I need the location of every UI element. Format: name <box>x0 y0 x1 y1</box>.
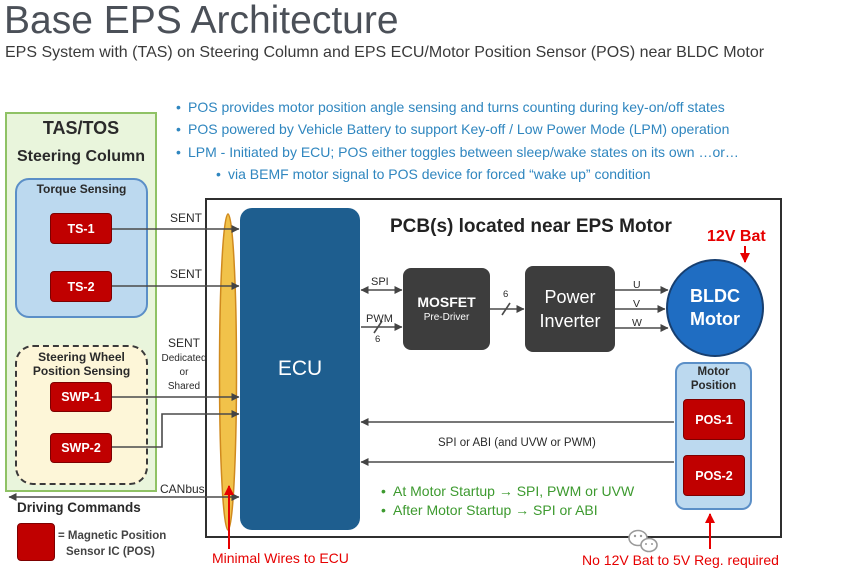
pos1-sensor: POS-1 <box>683 399 745 440</box>
pos2-sensor: POS-2 <box>683 455 745 496</box>
no-regulator-callout: No 12V Bat to 5V Reg. required <box>582 552 779 568</box>
mosfet-label: MOSFET <box>417 294 476 310</box>
inverter-label-line2: Inverter <box>539 311 601 331</box>
motor-position-title-line2: Position <box>690 380 737 392</box>
swp-protocol-label: SENT <box>167 336 200 350</box>
torque-sensing-title: Torque Sensing <box>36 182 127 196</box>
bldc-motor: BLDC Motor <box>666 259 764 357</box>
ts2-sensor: TS-2 <box>50 271 112 302</box>
note-bemf-wakeup: via BEMF motor signal to POS device for … <box>216 166 651 182</box>
slide-subtitle: EPS System with (TAS) on Steering Column… <box>5 44 765 61</box>
slide-title: Base EPS Architecture <box>4 0 399 42</box>
swp1-sensor: SWP-1 <box>50 382 112 412</box>
legend-text-line2: Sensor IC (POS) <box>66 546 155 558</box>
gate-bus-width: 6 <box>503 289 509 300</box>
phase-v-label: V <box>633 298 641 310</box>
pcb-title: PCB(s) located near EPS Motor <box>390 216 672 237</box>
swp-title-line2: Position Sensing <box>32 364 131 378</box>
swp-protocol-or: or <box>179 367 189 378</box>
swp2-sensor: SWP-2 <box>50 433 112 463</box>
motor-label-line1: BLDC <box>690 286 740 306</box>
pos-bus-label: SPI or ABI (and UVW or PWM) <box>438 437 596 449</box>
note-lpm: LPM - Initiated by ECU; POS either toggl… <box>176 144 739 160</box>
driving-commands-label: Driving Commands <box>17 500 141 515</box>
steering-column-title: Steering Column <box>16 148 145 165</box>
ecu-block: ECU <box>240 208 360 530</box>
inverter-label-line1: Power <box>544 287 596 307</box>
power-inverter-block: Power Inverter <box>525 266 615 352</box>
motor-position-title-line1: Motor <box>697 366 730 378</box>
ecu-label: ECU <box>277 357 323 380</box>
predriver-label: Pre-Driver <box>423 312 470 323</box>
motor-label-line2: Motor <box>690 309 740 329</box>
pwm-label: PWM <box>366 313 393 325</box>
post-startup-note: After Motor Startup → SPI or ABI <box>381 502 598 518</box>
mosfet-predriver-block: MOSFET Pre-Driver <box>403 268 490 350</box>
note-pos-power: POS powered by Vehicle Battery to suppor… <box>176 121 729 137</box>
ts1-protocol-label: SENT <box>170 211 203 225</box>
swp-protocol-dedicated: Dedicated <box>161 353 207 364</box>
ts1-sensor: TS-1 <box>50 213 112 244</box>
battery-label: 12V Bat <box>707 228 766 245</box>
phase-w-label: W <box>632 317 642 329</box>
tas-tos-title: TAS/TOS <box>42 118 120 138</box>
pwm-bus-width: 6 <box>375 334 381 345</box>
swp-protocol-shared: Shared <box>167 381 201 392</box>
spi-label: SPI <box>371 276 389 288</box>
note-pos-sensing: POS provides motor position angle sensin… <box>176 99 725 115</box>
legend-text-line1: = Magnetic Position <box>58 530 167 542</box>
minimal-wires-callout: Minimal Wires to ECU <box>212 550 349 566</box>
ts2-protocol-label: SENT <box>170 267 203 281</box>
swp-title-line1: Steering Wheel <box>38 350 125 364</box>
startup-note: At Motor Startup → SPI, PWM or UVW <box>381 483 634 499</box>
phase-u-label: U <box>633 279 641 291</box>
canbus-label: CANbus <box>160 482 205 496</box>
legend-pos-swatch <box>17 523 55 561</box>
